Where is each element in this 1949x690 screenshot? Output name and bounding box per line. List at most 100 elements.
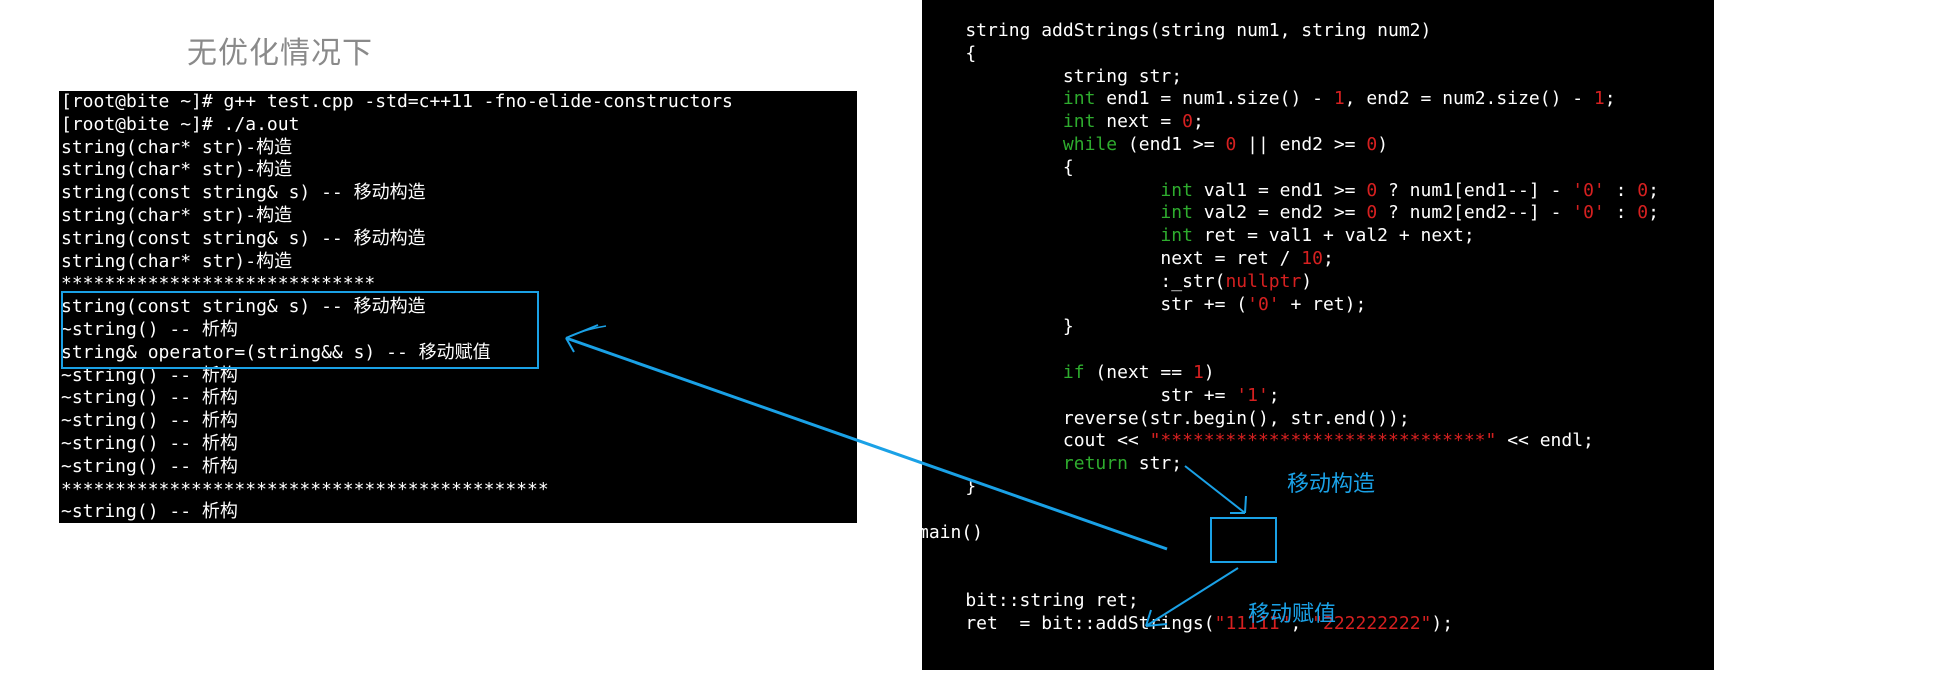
code-token: ; bbox=[1322, 247, 1334, 269]
code-token: ; bbox=[1648, 179, 1659, 201]
terminal-line: ****************************************… bbox=[61, 478, 549, 500]
code-token-str: '1' bbox=[1236, 384, 1269, 406]
arrow-line-to-terminal bbox=[565, 336, 1168, 551]
temporary-object-box bbox=[1210, 517, 1277, 563]
code-token-kw: int bbox=[1062, 111, 1096, 133]
code-token-kw: int bbox=[1062, 88, 1096, 110]
code-token: ; bbox=[1192, 111, 1204, 133]
code-token-kw: int bbox=[1160, 225, 1193, 247]
code-token: ? num1[end1--] - bbox=[1377, 179, 1573, 201]
code-line: while (end1 >= 0 || end2 >= 0) bbox=[922, 134, 1659, 157]
code-token: ret = bit::addStrings( bbox=[922, 612, 1215, 634]
code-token: string str; bbox=[922, 65, 1183, 87]
code-token-num: 1 bbox=[1192, 361, 1204, 383]
arrow-return-to-box bbox=[1184, 465, 1246, 514]
code-token: main() bbox=[922, 521, 984, 543]
terminal-line: string(char* str)-构造 bbox=[61, 250, 293, 272]
arrow-box-to-ret bbox=[1145, 567, 1239, 627]
terminal-line: ~string() -- 析构 bbox=[61, 387, 238, 409]
code-token: << endl; bbox=[1496, 430, 1594, 452]
code-token-num: 0 bbox=[1637, 179, 1649, 201]
terminal-line: ~string() -- 析构 bbox=[61, 318, 238, 340]
code-line: if (next == 1) bbox=[922, 362, 1659, 385]
code-token-num: 0 bbox=[1225, 133, 1237, 155]
code-token: } bbox=[922, 475, 977, 497]
terminal-line: ~string() -- 析构 bbox=[61, 501, 238, 523]
code-line: } bbox=[922, 476, 1659, 499]
code-token: || end2 >= bbox=[1236, 133, 1367, 155]
code-panel: string addStrings(string num1, string nu… bbox=[922, 0, 1714, 670]
arrowhead-box-icon bbox=[1230, 495, 1247, 514]
arrow-tail-flourish bbox=[565, 325, 607, 339]
code-token: next = bbox=[1095, 111, 1183, 133]
code-token-num: 0 bbox=[1182, 111, 1193, 133]
code-token: string addStrings(string num1, string nu… bbox=[922, 20, 1432, 41]
code-line: main() bbox=[922, 522, 1659, 545]
code-token: val2 = end2 >= bbox=[1192, 202, 1367, 224]
slide-heading: 无优化情况下 bbox=[187, 36, 373, 71]
terminal-window: [root@bite ~]# g++ test.cpp -std=c++11 -… bbox=[59, 91, 857, 523]
terminal-line: string(char* str)-构造 bbox=[61, 204, 293, 226]
terminal-line: ***************************** bbox=[61, 273, 376, 295]
code-token-str: "******************************" bbox=[1149, 430, 1497, 452]
code-token-str: '0' bbox=[1572, 179, 1605, 201]
code-token: { bbox=[922, 42, 977, 64]
code-token: , end2 = num2.size() - bbox=[1344, 88, 1594, 110]
code-token-str: "11111" bbox=[1214, 612, 1291, 634]
code-line: int val1 = end1 >= 0 ? num1[end1--] - '0… bbox=[922, 180, 1659, 203]
code-token: ; bbox=[1604, 88, 1616, 110]
code-token-num: 1 bbox=[1333, 88, 1345, 110]
terminal-line: [root@bite ~]# g++ test.cpp -std=c++11 -… bbox=[61, 91, 733, 112]
code-token: cout << bbox=[922, 430, 1150, 452]
code-line: int ret = val1 + val2 + next; bbox=[922, 225, 1659, 248]
code-token: ; bbox=[1648, 202, 1659, 224]
code-line: string str; bbox=[922, 66, 1659, 89]
code-line: reverse(str.begin(), str.end()); bbox=[922, 408, 1659, 431]
code-token: (end1 >= bbox=[1117, 133, 1226, 155]
terminal-output: [root@bite ~]# g++ test.cpp -std=c++11 -… bbox=[61, 91, 733, 523]
code-token: ); bbox=[1431, 612, 1454, 634]
code-token: str; bbox=[1127, 453, 1183, 475]
terminal-line: string(const string& s) -- 移动构造 bbox=[61, 182, 426, 204]
code-token-kw: if bbox=[1062, 361, 1085, 383]
code-token: ? num2[end2--] - bbox=[1377, 202, 1573, 224]
code-token-num: 10 bbox=[1301, 247, 1323, 269]
code-line: ret = bit::addStrings("11111", "22222222… bbox=[922, 613, 1659, 636]
code-token: val1 = end1 >= bbox=[1192, 179, 1367, 201]
arrowhead-ret-icon bbox=[1145, 609, 1168, 627]
annotation-move-assign: 移动赋值 bbox=[1248, 602, 1337, 627]
code-token: , bbox=[1290, 612, 1313, 634]
code-token: reverse(str.begin(), str.end()); bbox=[922, 407, 1410, 429]
annotation-move-construct: 移动构造 bbox=[1287, 472, 1376, 497]
code-token: { bbox=[922, 156, 1074, 178]
terminal-line: string(const string& s) -- 移动构造 bbox=[61, 296, 426, 318]
code-line: int next = 0; bbox=[922, 111, 1659, 134]
code-token: :_str( bbox=[922, 270, 1226, 292]
code-token-num: 0 bbox=[1366, 133, 1378, 155]
code-token: str += ( bbox=[922, 293, 1248, 315]
code-line: next = ret / 10; bbox=[922, 248, 1659, 271]
code-token: ) bbox=[1377, 133, 1389, 155]
code-token: } bbox=[922, 316, 1074, 338]
code-token-kw: int bbox=[1160, 202, 1193, 224]
terminal-line: ~string() -- 析构 bbox=[61, 432, 238, 454]
terminal-line: [root@bite ~]# ./a.out bbox=[61, 113, 300, 135]
code-token-kw: while bbox=[1062, 133, 1118, 155]
terminal-line: ~string() -- 析构 bbox=[61, 410, 238, 432]
code-token: : bbox=[1604, 179, 1638, 201]
code-line: } bbox=[922, 316, 1659, 339]
code-token-kw: int bbox=[1160, 179, 1193, 201]
code-line: cout << "******************************"… bbox=[922, 430, 1659, 453]
code-token: next = ret / bbox=[922, 247, 1302, 269]
code-token: ) bbox=[1203, 361, 1215, 383]
code-token-num: 0 bbox=[1366, 202, 1378, 224]
code-token: (next == bbox=[1084, 361, 1193, 383]
code-line: str += '1'; bbox=[922, 385, 1659, 408]
code-token: bit::string ret; bbox=[922, 589, 1139, 611]
terminal-line: string& operator=(string&& s) -- 移动赋值 bbox=[61, 341, 491, 363]
code-line: int val2 = end2 >= 0 ? num2[end2--] - '0… bbox=[922, 202, 1659, 225]
code-token: ; bbox=[1268, 384, 1280, 406]
code-line: { bbox=[922, 157, 1659, 180]
code-token-kw: return bbox=[1062, 453, 1128, 475]
